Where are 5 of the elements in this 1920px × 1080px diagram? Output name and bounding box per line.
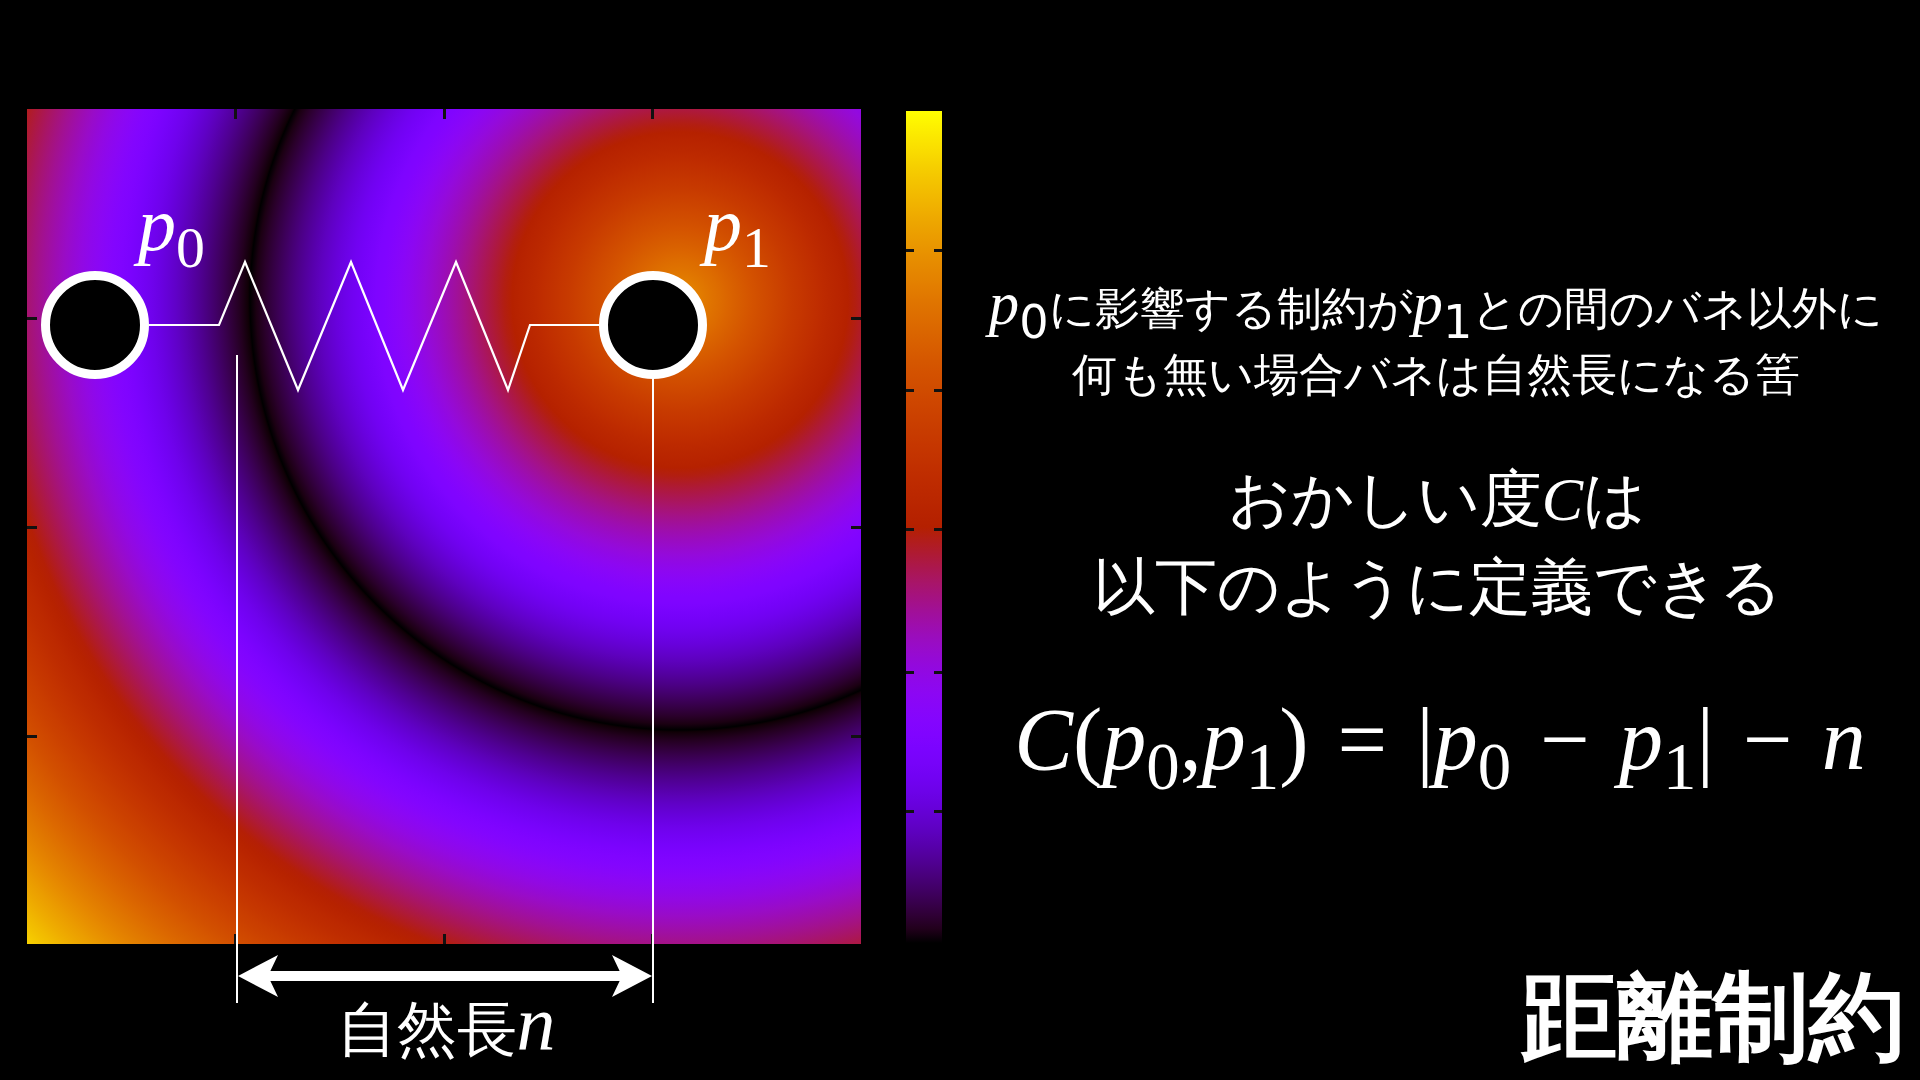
dimension-label: 自然長n [335, 984, 557, 1069]
description-text: p$_{0}$に影響する制約がp$_{1}$との間のバネ以外に何も無い場合バネは自然長になる筈 [980, 271, 1892, 408]
slide-title: 距離制約 [1520, 962, 1906, 1072]
description-text: おかしい度Cは以下のように定義できる [1091, 461, 1783, 625]
formula: C(p$_{0}$,p$_{1}$) = |p$_{0}$ − p$_{1}$| − n [1013, 690, 1867, 792]
